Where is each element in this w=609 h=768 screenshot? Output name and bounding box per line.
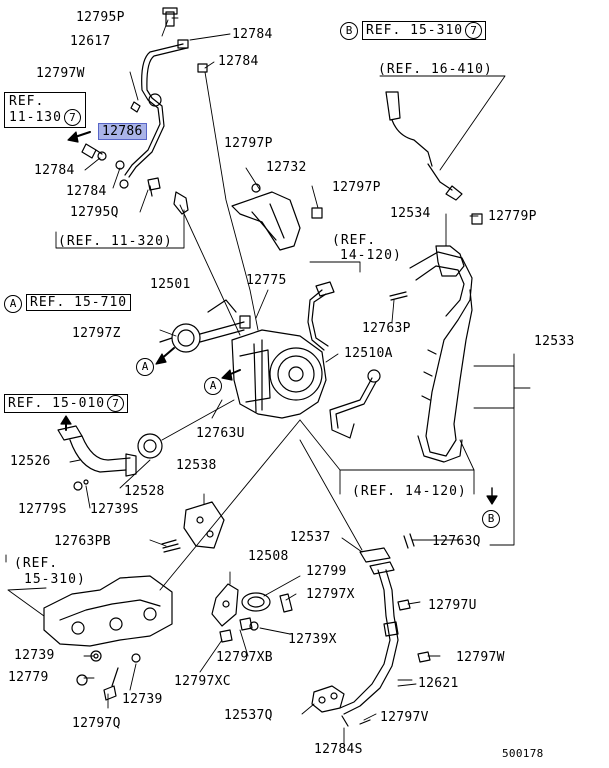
callout-12797W[interactable]: 12797W	[456, 650, 505, 665]
callout-12739S[interactable]: 12739S	[90, 502, 139, 517]
callout-12739X[interactable]: 12739X	[288, 632, 337, 647]
callout-12797X[interactable]: 12797X	[306, 587, 355, 602]
figure-number: 500178	[502, 747, 544, 760]
callout-12784[interactable]: 12784	[218, 54, 259, 69]
reference-box-15-710[interactable]: REF. 15-710	[26, 294, 132, 311]
callout-12797XC[interactable]: 12797XC	[174, 674, 231, 689]
banjo-bolt	[81, 143, 103, 159]
intake-hose-12526	[69, 439, 127, 473]
marker-B-icon: B	[482, 510, 500, 528]
callout-12797Z[interactable]: 12797Z	[72, 326, 121, 341]
reference-15-310-line2[interactable]: 15-310)	[24, 572, 86, 587]
turbocharger-12510A	[231, 329, 327, 419]
marker-A-icon: A	[204, 377, 222, 395]
callout-12763U[interactable]: 12763U	[196, 426, 245, 441]
callout-12797P[interactable]: 12797P	[224, 136, 273, 151]
oil-pipe-12775	[307, 289, 325, 351]
section-number-badge: 7	[465, 22, 483, 39]
marker-A-icon: A	[4, 295, 22, 313]
callout-12510A[interactable]: 12510A	[344, 346, 393, 361]
callout-12797XB[interactable]: 12797XB	[216, 650, 273, 665]
callout-12797P[interactable]: 12797P	[332, 180, 381, 195]
callout-12621[interactable]: 12621	[418, 676, 459, 691]
gasket-12528	[137, 433, 163, 459]
reference-14-120-bottom[interactable]: (REF. 14-120)	[352, 484, 467, 499]
callout-12775[interactable]: 12775	[246, 273, 287, 288]
callout-12508[interactable]: 12508	[248, 549, 289, 564]
callout-12617[interactable]: 12617	[70, 34, 111, 49]
callout-12795P[interactable]: 12795P	[76, 10, 125, 25]
clamp-bracket	[173, 191, 189, 215]
bracket-12538	[183, 501, 225, 549]
callout-12534[interactable]: 12534	[390, 206, 431, 221]
callout-12784[interactable]: 12784	[34, 163, 75, 178]
callout-12784[interactable]: 12784	[66, 184, 107, 199]
callout-12537Q[interactable]: 12537Q	[224, 708, 273, 723]
callout-12732[interactable]: 12732	[266, 160, 307, 175]
reference-15-310-line1[interactable]: (REF.	[14, 556, 59, 571]
callout-12528[interactable]: 12528	[124, 484, 165, 499]
callout-12739[interactable]: 12739	[14, 648, 55, 663]
callout-12779P[interactable]: 12779P	[488, 209, 537, 224]
gasket-12537	[359, 547, 391, 563]
marker-A-icon: A	[136, 358, 154, 376]
reference-label: REF.	[9, 94, 45, 109]
reference-label: REF. 15-010	[8, 396, 106, 411]
wastegate-actuator-12501	[171, 323, 201, 353]
reference-label: 11-130	[9, 110, 62, 125]
front-pipe-12534	[409, 251, 473, 457]
reference-14-120-line1[interactable]: (REF.	[332, 233, 377, 248]
callout-12797W[interactable]: 12797W	[36, 66, 85, 81]
callout-12784[interactable]: 12784	[232, 27, 273, 42]
oil-feed-pipe-12617	[124, 43, 184, 176]
callout-12779[interactable]: 12779	[8, 670, 49, 685]
callout-12786-highlighted[interactable]: 12786	[98, 123, 147, 140]
callout-12537[interactable]: 12537	[290, 530, 331, 545]
banjo-fitting	[148, 93, 162, 107]
callout-12538[interactable]: 12538	[176, 458, 217, 473]
oxygen-sensor	[385, 91, 401, 121]
oil-return-pipe-12621	[339, 569, 391, 709]
callout-12797Q[interactable]: 12797Q	[72, 716, 121, 731]
callout-12784S[interactable]: 12784S	[314, 742, 363, 757]
callout-12797V[interactable]: 12797V	[380, 710, 429, 725]
eye-bolt-12795Q	[147, 177, 161, 197]
bracket-12508	[211, 583, 239, 627]
water-pipe	[329, 377, 373, 439]
clamp-12799	[241, 592, 271, 612]
callout-12799[interactable]: 12799	[306, 564, 347, 579]
reference-11-320[interactable]: (REF. 11-320)	[58, 234, 173, 249]
callout-12533[interactable]: 12533	[534, 334, 575, 349]
eye-bolt-12795P	[165, 11, 175, 27]
reference-label: REF. 15-310	[366, 23, 464, 38]
section-number-badge: 7	[107, 395, 125, 412]
callout-12763PB[interactable]: 12763PB	[54, 534, 111, 549]
gasket-12537Q	[311, 685, 345, 713]
callout-12739[interactable]: 12739	[122, 692, 163, 707]
section-number-badge: 7	[63, 109, 81, 126]
heat-shield-12732	[231, 191, 301, 251]
callout-12526[interactable]: 12526	[10, 454, 51, 469]
callout-12763P[interactable]: 12763P	[362, 321, 411, 336]
exhaust-manifold	[43, 575, 173, 647]
arrow-icon	[486, 495, 498, 505]
callout-12795Q[interactable]: 12795Q	[70, 205, 119, 220]
callout-12779S[interactable]: 12779S	[18, 502, 67, 517]
reference-14-120-line2[interactable]: 14-120)	[340, 248, 402, 263]
callout-12501[interactable]: 12501	[150, 277, 191, 292]
callout-12797U[interactable]: 12797U	[428, 598, 477, 613]
marker-B-icon: B	[340, 22, 358, 40]
reference-16-410[interactable]: (REF. 16-410)	[378, 62, 493, 77]
callout-12763Q[interactable]: 12763Q	[432, 534, 481, 549]
